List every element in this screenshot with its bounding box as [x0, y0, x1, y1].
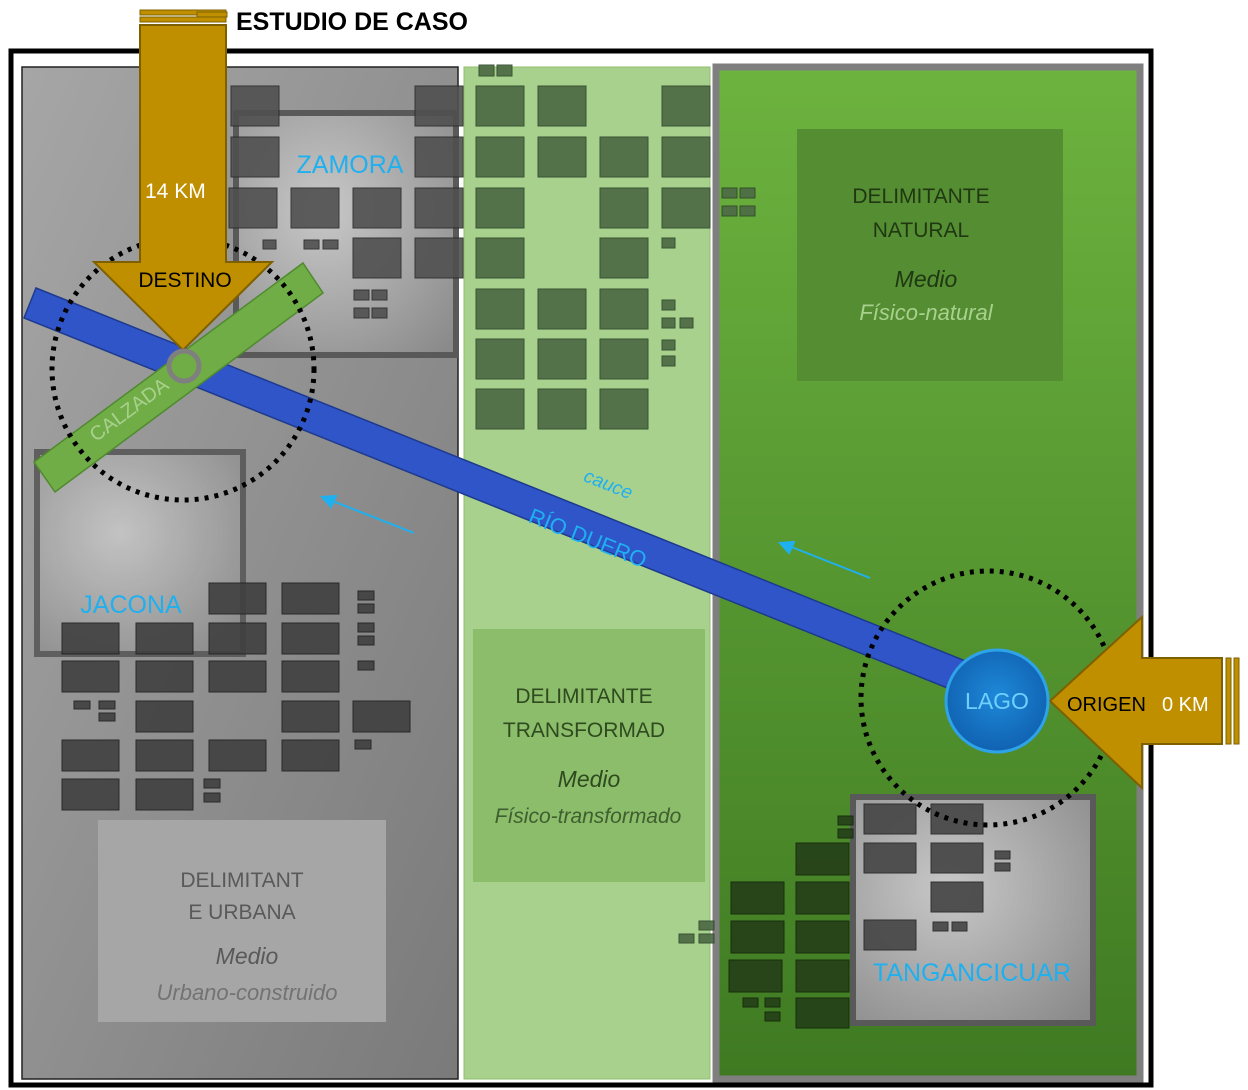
urban-label-box — [98, 820, 386, 1022]
natural-line2: NATURAL — [873, 219, 969, 242]
tangancicuar-buildings-grey — [863, 803, 1011, 951]
origin-label: ORIGEN — [1067, 694, 1146, 716]
page-title: ESTUDIO DE CASO — [236, 8, 468, 36]
lake — [944, 648, 1050, 754]
transformed-line2: TRANSFORMAD — [503, 719, 665, 742]
transformed-sub: Físico-transformado — [495, 805, 682, 828]
zamora-buildings — [228, 85, 464, 319]
urban-sub: Urbano-construido — [157, 980, 338, 1005]
title-icon — [196, 11, 228, 18]
urban-line2: E URBANA — [188, 901, 295, 924]
transformed-buildings — [475, 64, 756, 944]
flow-arrows — [319, 494, 871, 579]
tangancicuar-buildings-dark — [728, 815, 854, 1029]
lake-label: LAGO — [965, 688, 1029, 714]
destination-km: 14 KM — [145, 180, 206, 203]
jacona-label: JACONA — [80, 591, 182, 619]
origin-arrow — [1048, 614, 1240, 791]
natural-medio: Medio — [895, 266, 958, 292]
destination-circle — [49, 235, 317, 503]
natural-label-box — [797, 129, 1063, 381]
transformed-medio: Medio — [558, 766, 621, 792]
natural-line1: DELIMITANTE — [852, 185, 989, 208]
jacona-buildings — [61, 582, 411, 811]
transformed-label-box — [473, 629, 705, 882]
transformed-line1: DELIMITANTE — [515, 685, 652, 708]
zamora-label: ZAMORA — [297, 151, 404, 179]
transformed-zone-label: DELIMITANTE TRANSFORMAD Medio Físico-tra… — [495, 685, 682, 828]
tangancicuar-label: TANGANCICUAR — [873, 959, 1071, 987]
destination-point — [166, 348, 202, 384]
destination-arrow — [91, 9, 275, 352]
urban-medio: Medio — [216, 943, 279, 969]
destination-label: DESTINO — [138, 269, 231, 292]
origin-km: 0 KM — [1162, 694, 1209, 716]
urban-zone-label: DELIMITANT E URBANA Medio Urbano-constru… — [157, 869, 338, 1005]
urban-line1: DELIMITANT — [180, 869, 303, 892]
natural-sub: Físico-natural — [859, 300, 993, 325]
natural-zone-label: DELIMITANTE NATURAL Medio Físico-natural — [852, 185, 993, 325]
